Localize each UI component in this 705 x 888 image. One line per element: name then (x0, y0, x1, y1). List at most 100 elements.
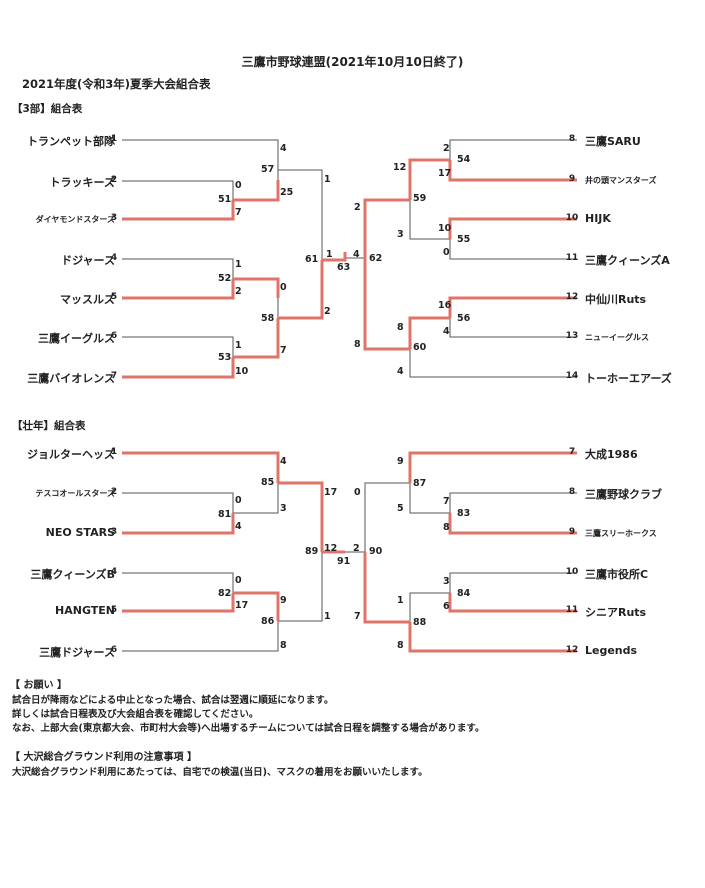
masters-heading: 【壮年】組合表 (12, 420, 86, 432)
score-g56-bot: 4 (443, 326, 450, 337)
score-g58: 58 (261, 313, 275, 324)
team-name: 三鷹スリーホークス (585, 529, 657, 538)
ground-line: 大沢総合グラウンド利用にあたっては、自宅での検温(当日)、マスクの着用をお願いい… (12, 767, 428, 778)
winning-path-line (448, 160, 577, 182)
winning-path-line (448, 513, 577, 535)
team-name: 大成1986 (585, 448, 638, 461)
score-g53: 53 (218, 352, 232, 363)
score-g62: 62 (369, 253, 383, 264)
bracket-line (449, 572, 577, 593)
score-g85-top: 4 (280, 456, 287, 467)
team-name: 三鷹野球クラブ (585, 488, 662, 501)
bracket-line (364, 482, 410, 552)
page-subtitle: 2021年度(令和3年)夏季大会組合表 (22, 77, 211, 91)
team-name: ジョルターヘッズ (27, 448, 115, 461)
bracket-line (409, 349, 577, 378)
score-g54-bot: 17 (438, 168, 452, 179)
team-seed: 3 (110, 213, 118, 223)
winning-path-line (408, 451, 577, 483)
score-g89-bot: 1 (324, 611, 331, 622)
score-g87-bot: 5 (397, 503, 404, 514)
team-name: 中仙川Ruts (585, 293, 647, 306)
score-g86-top: 9 (280, 595, 287, 606)
score-final-right: 4 (353, 249, 360, 260)
team-name: トランペット部隊 (27, 135, 115, 148)
team-seed: 11 (565, 253, 579, 263)
team-seed: 5 (110, 605, 118, 615)
bracket-line (409, 592, 450, 622)
page-title: 三鷹市野球連盟(2021年10月10日終了) (241, 55, 464, 69)
bracket-line (122, 572, 234, 593)
score-g90-bot: 7 (354, 611, 361, 622)
winning-path-line (448, 217, 577, 239)
team-name: テスコオールスターズ (35, 489, 115, 498)
team-name: HANGTEN (55, 604, 115, 617)
score-g58-bot: 7 (280, 345, 287, 356)
score-g52-top: 1 (235, 259, 242, 270)
score-g60: 60 (413, 342, 427, 353)
score-g55-top: 10 (438, 223, 452, 234)
score-final: 91 (337, 556, 351, 567)
winning-path-line (363, 258, 410, 351)
score-g62-top: 2 (354, 202, 361, 213)
score-g62-bot: 8 (354, 339, 361, 350)
score-g85-bot: 3 (280, 503, 287, 514)
score-g87: 87 (413, 478, 427, 489)
score-g87-top: 9 (397, 456, 404, 467)
team-seed: 4 (110, 567, 118, 577)
bracket-line (449, 318, 577, 338)
score-g56: 56 (457, 313, 471, 324)
score-g55-bot: 0 (443, 247, 450, 258)
score-g88-top: 1 (397, 595, 404, 606)
team-seed: 4 (110, 253, 118, 263)
score-final-left: 12 (324, 543, 338, 554)
team-seed: 9 (568, 527, 576, 537)
bracket-line (449, 239, 577, 260)
team-seed: 2 (110, 175, 118, 185)
team-seed: 7 (568, 447, 576, 457)
team-seed: 12 (565, 292, 579, 302)
score-g84-bot: 6 (443, 601, 450, 612)
team-seed: 1 (110, 134, 118, 144)
score-g54-top: 2 (443, 143, 450, 154)
bracket-line (278, 169, 323, 230)
winning-path-line (278, 260, 324, 320)
bracket-line (409, 483, 450, 514)
winning-path-line (233, 277, 280, 298)
team-name: ニューイーグルス (585, 333, 649, 342)
score-g59-bot: 3 (397, 229, 404, 240)
team-name: トーホーエアーズ (585, 372, 672, 385)
score-g81-bot: 4 (235, 521, 242, 532)
team-name: HIJK (585, 212, 611, 225)
score-g85: 85 (261, 477, 275, 488)
winning-path-line (408, 316, 450, 349)
score-g88: 88 (413, 617, 427, 628)
team-name: ドジャース (61, 254, 115, 267)
winning-path-line (122, 451, 280, 483)
winning-path-line (408, 622, 577, 653)
team-name: ダイヤモンドスターズ (35, 215, 115, 224)
score-g61: 61 (305, 254, 319, 265)
score-g59-top: 12 (393, 162, 407, 173)
division3-heading: 【3部】組合表 (12, 103, 83, 115)
team-name: Legends (585, 644, 638, 657)
winning-path-line (122, 357, 235, 379)
score-g83-top: 7 (443, 496, 450, 507)
score-final-left: 1 (326, 249, 333, 260)
team-name: 三鷹ドジャース (39, 646, 115, 659)
winning-path-line (233, 591, 280, 621)
winning-path-line (122, 593, 235, 613)
winning-path-line (122, 513, 235, 535)
score-g53-top: 1 (235, 340, 242, 351)
team-name: マッスルズ (60, 293, 115, 306)
score-g90-top: 0 (354, 487, 361, 498)
score-g88-bot: 8 (397, 640, 404, 651)
team-seed: 8 (568, 487, 576, 497)
score-g57-bot: 25 (280, 187, 294, 198)
team-seed: 8 (568, 134, 576, 144)
score-g82-top: 0 (235, 575, 242, 586)
bracket-line (122, 492, 234, 513)
score-g89: 89 (305, 546, 319, 557)
bracket-line (449, 139, 577, 160)
